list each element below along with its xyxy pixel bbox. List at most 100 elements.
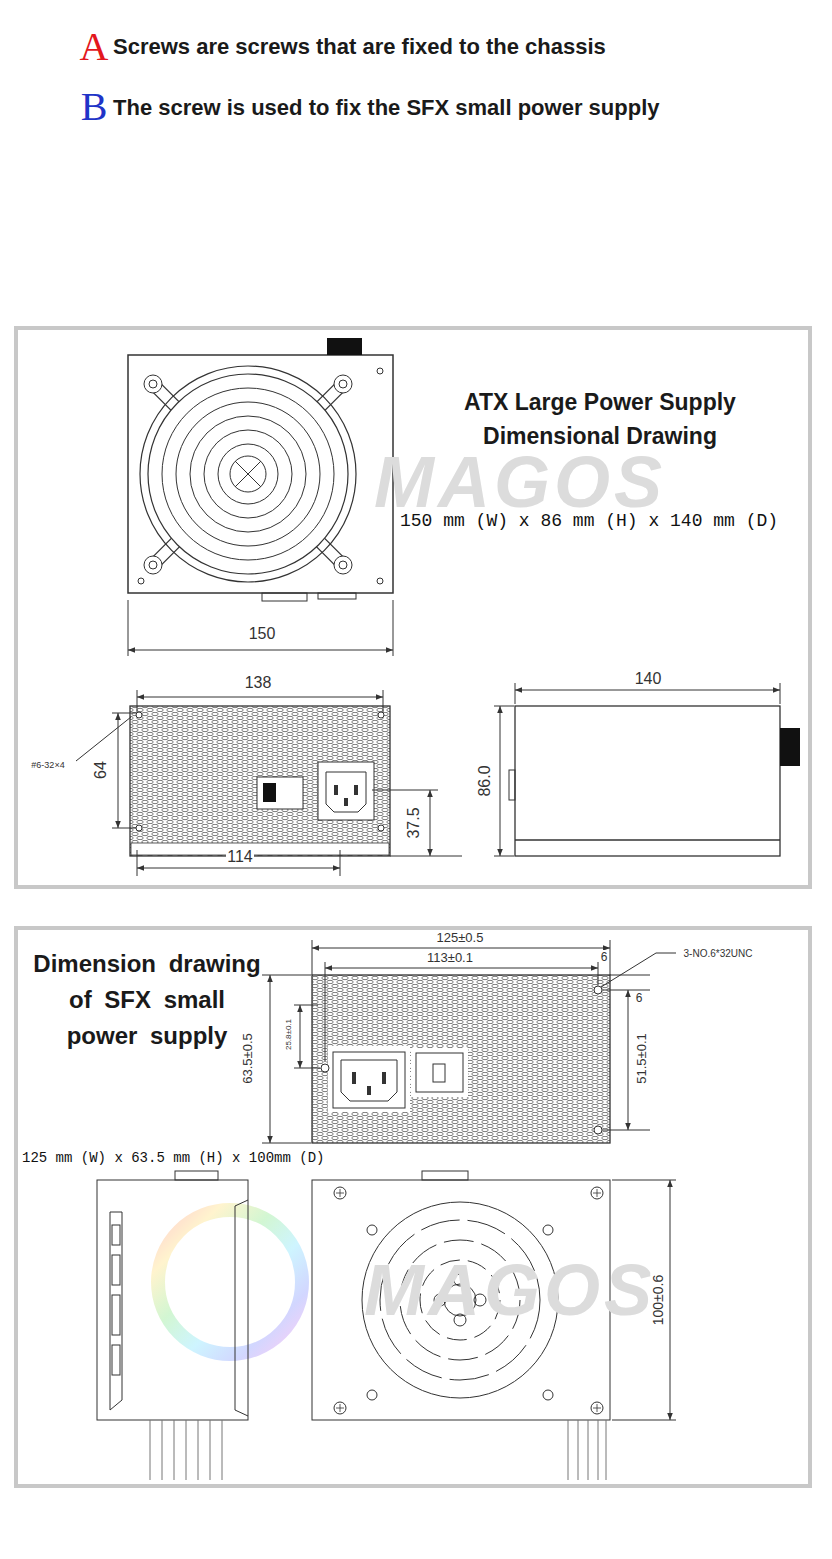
callout-letter: A [79, 23, 110, 70]
dimension-value: 25.8±0.1 [285, 1017, 294, 1050]
atx-back-view [137, 868, 340, 869]
atx-side-view [515, 690, 780, 691]
panel-title: Dimension drawing of SFX small power sup… [30, 946, 264, 1054]
sfx-fan-view [422, 1171, 468, 1180]
sfx-back-view [601, 953, 656, 987]
sfx-fan-view [340, 1189, 341, 1197]
sfx-fan-view [591, 1402, 603, 1414]
sfx-side-view [158, 1210, 302, 1354]
dimension-value: 114 [226, 848, 254, 866]
atx-side-view [515, 839, 780, 841]
watermark: MAGOS [373, 446, 667, 518]
atx-side-view [509, 770, 515, 800]
sfx-fan-view [612, 1420, 676, 1421]
sfx-side-view [97, 1171, 302, 1480]
atx-fan-view [318, 593, 356, 599]
sfx-back-view [325, 962, 326, 1062]
atx-back-view [334, 785, 338, 795]
sfx-back-view [270, 975, 271, 1143]
atx-back-view [354, 785, 358, 795]
sfx-back-view [610, 975, 650, 976]
atx-back-view [131, 843, 389, 855]
dimension-value: 6 [635, 991, 644, 1005]
sfx-back-view [610, 940, 611, 975]
dimension-value: 63.5±0.5 [239, 1032, 254, 1085]
atx-fan-view [138, 578, 144, 584]
sfx-back-view [312, 940, 313, 975]
atx-fan-view [230, 456, 266, 492]
sfx-back-view [628, 990, 629, 1130]
sfx-back-view [325, 968, 598, 969]
sfx-fan-view [606, 1420, 607, 1480]
atx-fan-view [140, 366, 356, 582]
atx-fan-view [262, 593, 307, 601]
sfx-fan-view [543, 1390, 553, 1400]
atx-fan-view [149, 561, 157, 569]
atx-back-view [118, 713, 119, 828]
atx-back-view [340, 850, 341, 876]
sfx-fan-view [367, 1390, 377, 1400]
dimension-value: 113±0.1 [426, 950, 474, 965]
sfx-back-view [367, 1086, 371, 1095]
dimension-value: 86.0 [476, 764, 494, 797]
dimension-value: 140 [634, 670, 663, 688]
sfx-side-view [150, 1420, 151, 1480]
atx-back-view [372, 790, 438, 791]
screw-spec: 3-NO.6*32UNC [683, 948, 754, 959]
sfx-side-view [222, 1420, 223, 1480]
atx-fan-view [339, 380, 347, 388]
atx-fan-view [162, 388, 334, 560]
atx-back-view [136, 712, 384, 831]
sfx-fan-view [598, 1420, 599, 1480]
sfx-side-view [186, 1420, 187, 1480]
sfx-fan-view [568, 1420, 606, 1480]
atx-fan-view [334, 375, 352, 393]
atx-back-view [76, 690, 462, 876]
atx-back-view [318, 762, 374, 820]
atx-fan-view [148, 374, 348, 574]
sfx-back-view [656, 953, 676, 954]
atx-fan-view [176, 402, 320, 546]
atx-fan-view [327, 338, 362, 355]
sfx-back-view [312, 948, 610, 949]
sfx-fan-view [612, 1180, 676, 1181]
atx-back-view [112, 713, 136, 714]
sfx-fan-view [670, 1180, 671, 1420]
sfx-side-view [97, 1180, 248, 1420]
sfx-fan-view [578, 1420, 579, 1480]
sfx-back-view [382, 1072, 386, 1084]
atx-fan-view [128, 650, 393, 651]
sfx-back-view [312, 975, 610, 1143]
atx-back-view [76, 717, 131, 761]
atx-side-view [494, 706, 514, 707]
dimension-value: 138 [244, 674, 273, 692]
watermark: MAGOS [363, 1254, 657, 1326]
atx-back-view [344, 798, 348, 806]
sfx-fan-view [334, 1402, 346, 1414]
sfx-fan-view [597, 1404, 598, 1412]
dimension-value: 150 [248, 625, 277, 643]
atx-back-view [136, 825, 142, 831]
atx-back-view [263, 783, 276, 802]
sfx-side-view [112, 1345, 120, 1375]
atx-fan-view [204, 430, 292, 518]
sfx-fan-view [334, 1187, 346, 1199]
sfx-side-view [110, 1212, 122, 1410]
sfx-back-view [321, 1064, 329, 1072]
dimension-value: 51.5±0.1 [633, 1032, 648, 1085]
sfx-fan-view [367, 1225, 377, 1235]
atx-back-view [137, 697, 383, 698]
atx-fan-view [149, 380, 157, 388]
atx-fan-view [138, 368, 383, 584]
sfx-side-view [162, 1420, 163, 1480]
sfx-back-view [262, 940, 676, 1143]
drawing-panel: ATX Large Power Supply Dimensional Drawi… [14, 326, 812, 889]
dimension-value: 37.5 [405, 806, 423, 839]
sfx-fan-view [543, 1225, 553, 1235]
atx-back-view [130, 706, 390, 856]
atx-fan-view [393, 600, 394, 656]
atx-side-view [500, 706, 501, 856]
sfx-back-view [333, 1052, 405, 1108]
atx-fan-view [218, 444, 278, 504]
atx-back-view [378, 712, 384, 718]
